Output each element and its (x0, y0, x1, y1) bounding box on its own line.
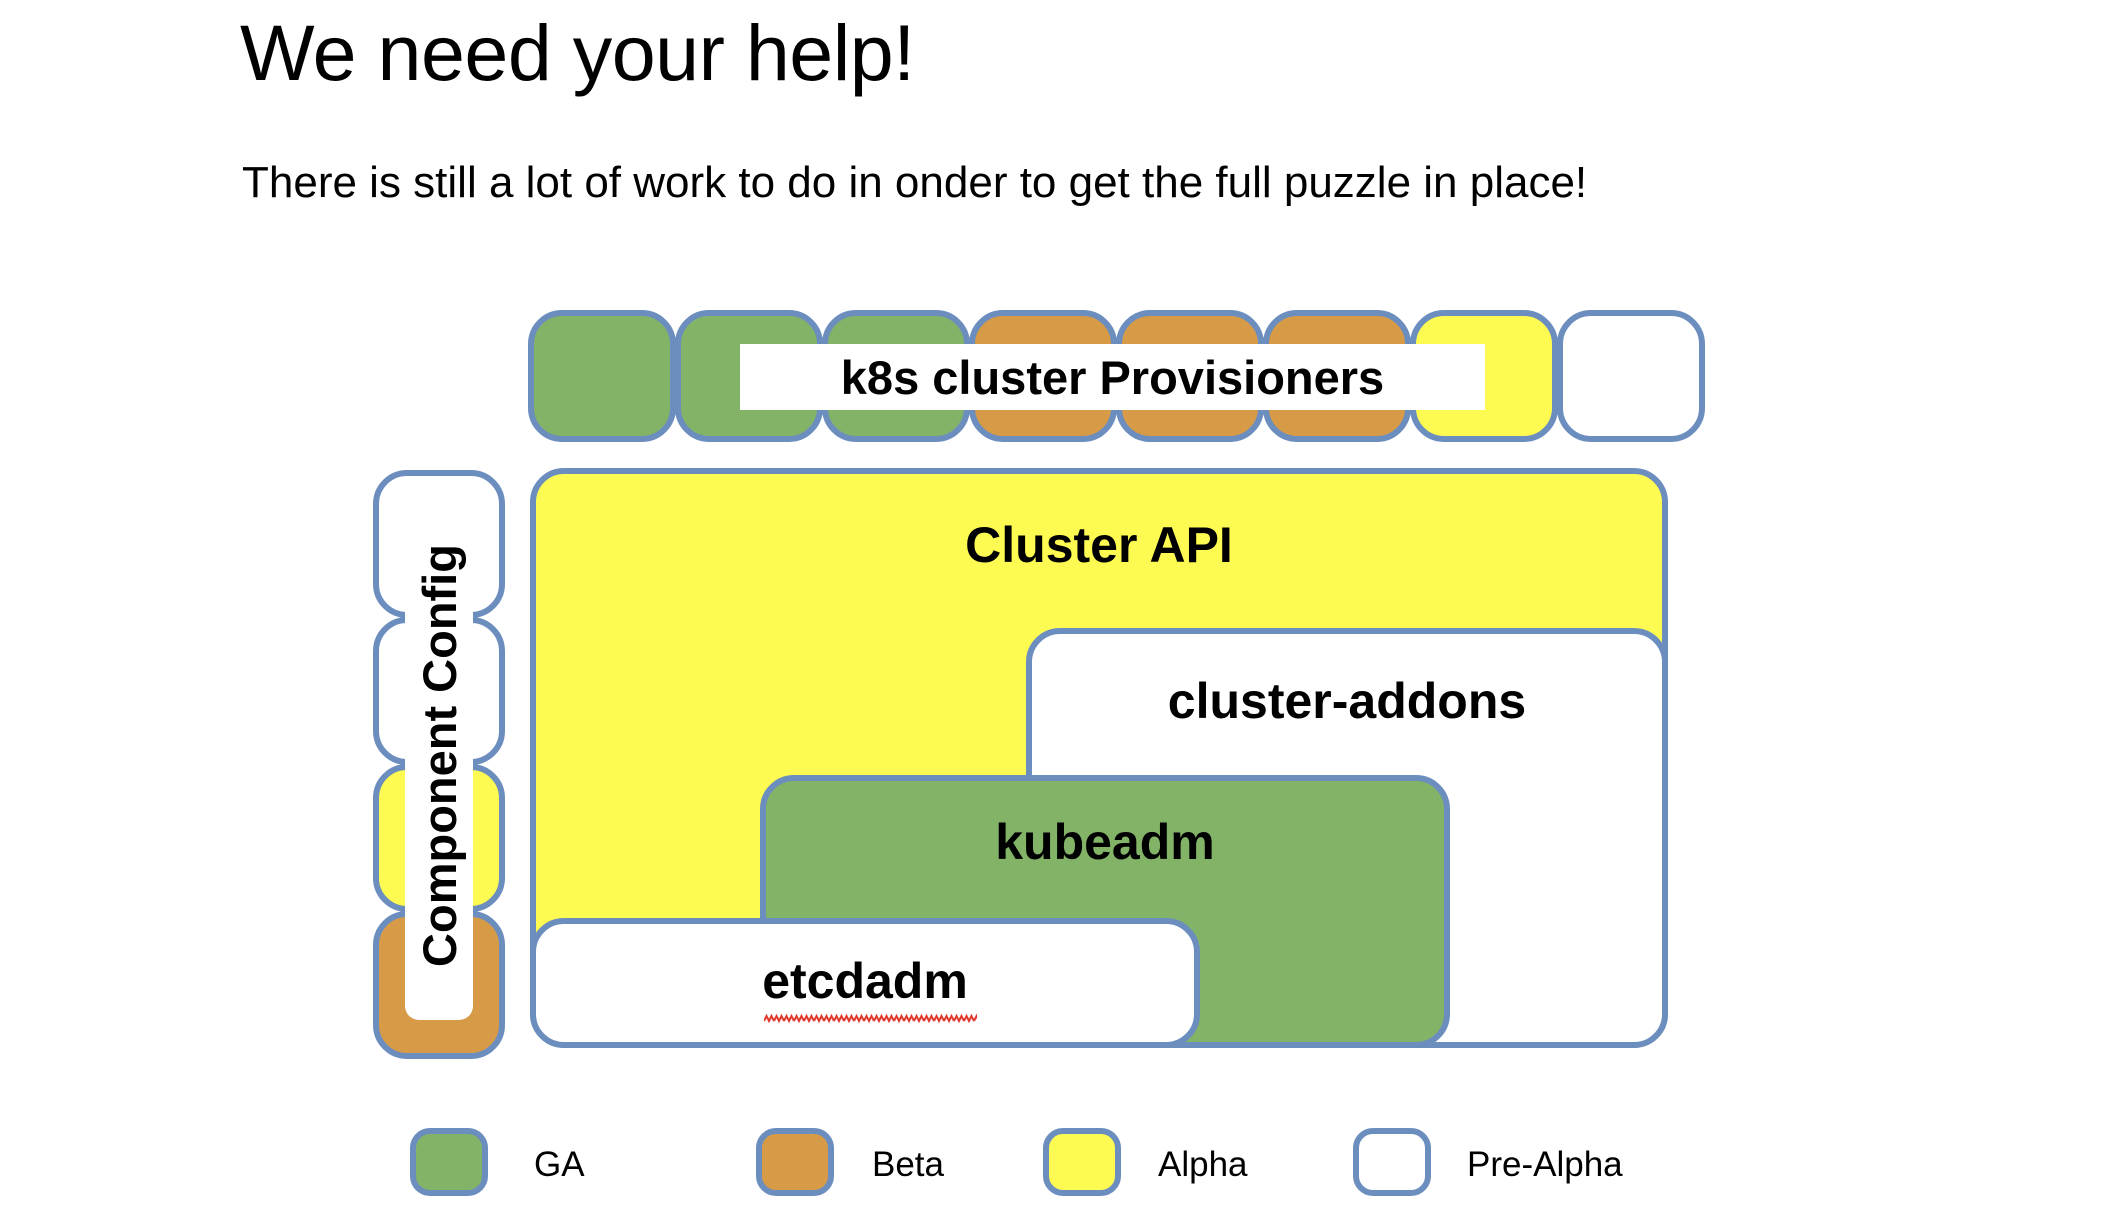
legend-label-alpha: Alpha (1158, 1145, 1248, 1184)
etcdadm-label: etcdadm (762, 953, 968, 1009)
etcdadm-spellcheck-underline (764, 1012, 977, 1024)
page-subtitle: There is still a lot of work to do in on… (242, 158, 1588, 207)
kubeadm-label: kubeadm (995, 814, 1215, 870)
legend-swatch-beta (756, 1128, 834, 1196)
legend-swatch-ga (410, 1128, 488, 1196)
component-config-label-plate: Component Config (405, 490, 473, 1020)
provisioner-tile-8[interactable] (1557, 310, 1705, 442)
legend-label-ga: GA (534, 1145, 585, 1184)
cluster-addons-label: cluster-addons (1167, 673, 1527, 729)
provisioner-tile-1[interactable] (528, 310, 676, 442)
page-title: We need your help! (240, 8, 915, 97)
provisioners-label-plate: k8s cluster Provisioners (740, 344, 1485, 410)
legend-swatch-alpha (1043, 1128, 1121, 1196)
component-config-label: Component Config (412, 543, 466, 967)
legend-label-pre-alpha: Pre-Alpha (1467, 1145, 1623, 1184)
legend-label-beta: Beta (872, 1145, 944, 1184)
etcdadm-box[interactable]: etcdadm (530, 918, 1200, 1048)
provisioners-label: k8s cluster Provisioners (840, 350, 1385, 404)
legend-swatch-pre-alpha (1353, 1128, 1431, 1196)
cluster-api-label: Cluster API (965, 517, 1233, 573)
